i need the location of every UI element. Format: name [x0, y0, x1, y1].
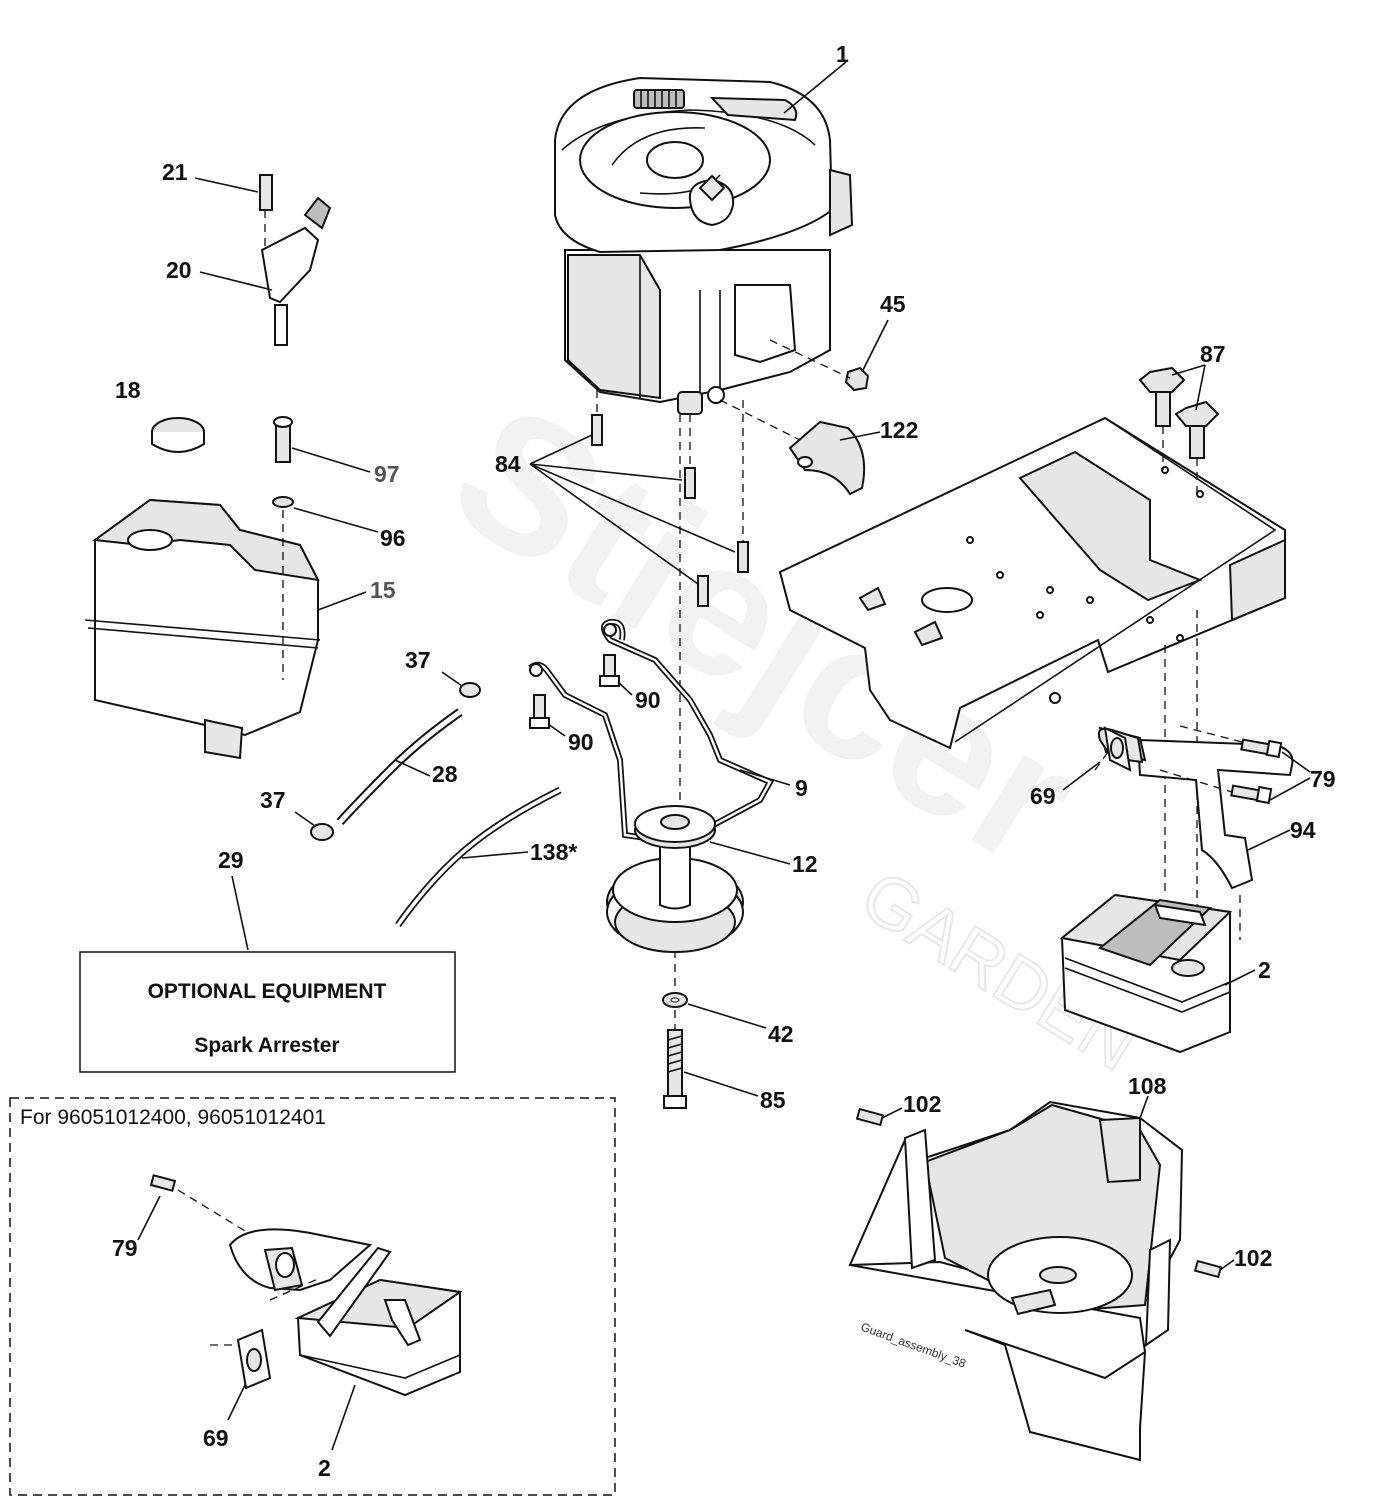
callout-87: 87 — [1200, 341, 1226, 367]
optional-equipment-box: OPTIONAL EQUIPMENT Spark Arrester — [79, 951, 456, 1073]
callout-2: 2 — [1258, 957, 1271, 983]
bolts-79 — [1230, 738, 1283, 805]
inset-muffler — [228, 1228, 463, 1397]
callout-45: 45 — [880, 291, 906, 317]
callout-102-upper: 102 — [903, 1091, 941, 1117]
bolt-85 — [663, 1029, 687, 1109]
clamp-37-lower — [310, 823, 334, 841]
muffler-2 — [1059, 893, 1233, 1054]
callout-15: 15 — [370, 577, 396, 603]
screw-102-upper — [855, 1107, 885, 1127]
callout-90-lower: 90 — [568, 729, 594, 755]
callout-20: 20 — [166, 257, 192, 283]
inset-bolt-79 — [149, 1174, 177, 1192]
callout-84: 84 — [495, 451, 521, 477]
screw-102-lower — [1193, 1259, 1223, 1279]
spark-arrester-label: Spark Arrester — [194, 1034, 339, 1057]
inset-callout-69: 69 — [203, 1425, 229, 1451]
callout-9: 9 — [795, 775, 808, 801]
engine — [554, 76, 854, 415]
callout-90-upper: 90 — [635, 687, 661, 713]
callout-97: 97 — [374, 461, 400, 487]
callout-18: 18 — [115, 377, 141, 403]
callout-108: 108 — [1128, 1073, 1167, 1099]
fuel-line-138 — [395, 786, 562, 928]
fuel-cap-18 — [151, 417, 205, 453]
callout-1: 1 — [836, 41, 849, 67]
clamp-37-upper — [459, 682, 481, 698]
inset-callout-2: 2 — [318, 1455, 331, 1481]
fuel-line-28 — [336, 708, 463, 826]
callout-12: 12 — [792, 851, 818, 877]
inset-title: For 96051012400, 96051012401 — [20, 1106, 326, 1129]
callout-96: 96 — [380, 525, 406, 551]
callout-42: 42 — [768, 1021, 794, 1047]
nut-45 — [844, 366, 870, 392]
callout-102-lower: 102 — [1234, 1245, 1272, 1271]
inset-callout-79: 79 — [112, 1235, 138, 1261]
washer-42 — [662, 992, 688, 1008]
deflector-122 — [788, 420, 866, 496]
callout-29: 29 — [218, 847, 244, 873]
callout-85: 85 — [760, 1087, 786, 1113]
bolts-87 — [1138, 366, 1220, 459]
gasket-69 — [1103, 726, 1132, 772]
callout-122: 122 — [880, 417, 918, 443]
callout-94: 94 — [1290, 817, 1316, 843]
inset-gasket-69 — [236, 1328, 272, 1390]
washer-96 — [272, 496, 294, 508]
bolts-84 — [591, 414, 749, 607]
guard-108: Guard_assembly_38 — [848, 1100, 1184, 1462]
callout-28: 28 — [432, 761, 458, 787]
callout-79: 79 — [1310, 766, 1336, 792]
callout-69: 69 — [1030, 783, 1056, 809]
pulley-12 — [606, 805, 744, 953]
inset-box: For 96051012400, 96051012401 79 69 2 — [9, 1097, 616, 1496]
guard-assembly-label: Guard_assembly_38 — [859, 1320, 968, 1371]
bolt-90-upper — [599, 654, 620, 687]
engine-mount-frame — [778, 416, 1286, 750]
bolt-90-lower — [529, 694, 550, 729]
bolt-97 — [273, 416, 293, 463]
optional-equipment-title: OPTIONAL EQUIPMENT — [148, 980, 387, 1003]
callout-138: 138* — [530, 839, 577, 865]
callout-37-lower: 37 — [260, 787, 286, 813]
callout-21: 21 — [162, 159, 188, 185]
belt-guide-9 — [528, 618, 775, 847]
fuel-tank-15 — [84, 498, 321, 760]
throttle-control-20 — [259, 174, 332, 346]
callout-37-upper: 37 — [405, 647, 431, 673]
